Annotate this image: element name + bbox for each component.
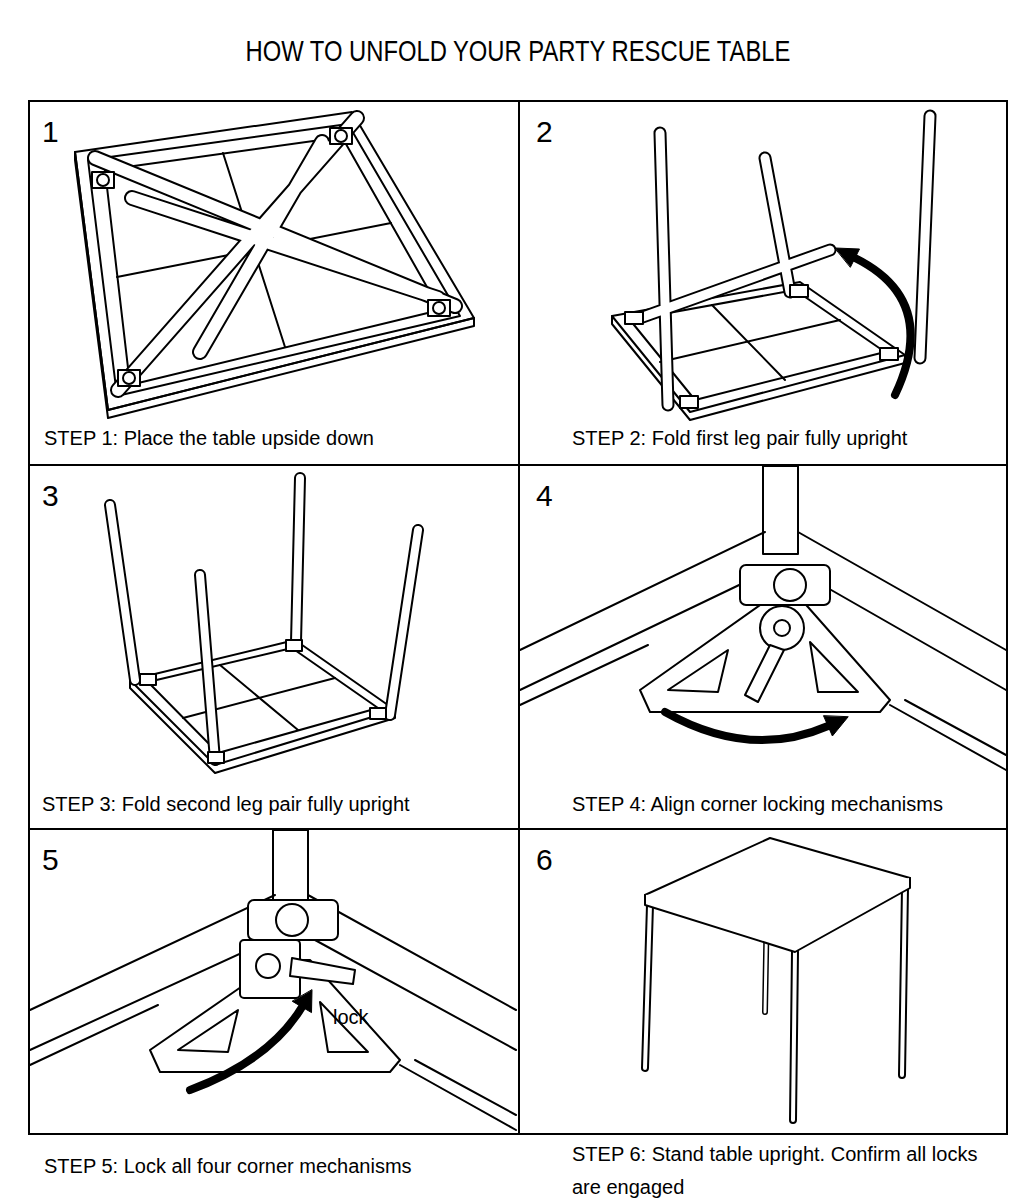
step-caption: STEP 2: Fold first leg pair fully uprigh…	[572, 422, 1002, 455]
step-caption: STEP 1: Place the table upside down	[44, 422, 504, 455]
step-panel: 1STEP 1: Place the table upside down	[28, 100, 520, 466]
table-underside	[75, 112, 474, 418]
page-title: HOW TO UNFOLD YOUR PARTY RESCUE TABLE	[246, 34, 791, 68]
step-panel: 6STEP 6: Stand table upright. Confirm al…	[518, 828, 1008, 1135]
step-number: 3	[42, 480, 59, 512]
step-number: 1	[42, 116, 59, 148]
step-caption: STEP 6: Stand table upright. Confirm all…	[572, 1138, 982, 1200]
step-caption: STEP 5: Lock all four corner mechanisms	[44, 1150, 504, 1183]
step-panel: 3STEP 3: Fold second leg pair fully upri…	[28, 464, 520, 830]
callout-label: lock	[333, 1006, 369, 1028]
step-panel: 4STEP 4: Align corner locking mechanisms	[518, 464, 1008, 830]
step-number: 6	[536, 844, 553, 876]
step-number: 2	[536, 116, 553, 148]
corner-align	[520, 466, 1006, 770]
step-number: 4	[536, 480, 553, 512]
step-caption: STEP 3: Fold second leg pair fully uprig…	[42, 788, 502, 821]
step-number: 5	[42, 844, 59, 876]
step-caption: STEP 4: Align corner locking mechanisms	[572, 788, 1002, 821]
table-upright	[645, 838, 910, 1120]
corner-lock	[30, 830, 516, 1130]
step-panel: 5STEP 5: Lock all four corner mechanisms	[28, 828, 520, 1135]
table-first-legs	[612, 116, 930, 420]
table-all-legs	[110, 478, 418, 773]
step-panel: 2STEP 2: Fold first leg pair fully uprig…	[518, 100, 1008, 466]
